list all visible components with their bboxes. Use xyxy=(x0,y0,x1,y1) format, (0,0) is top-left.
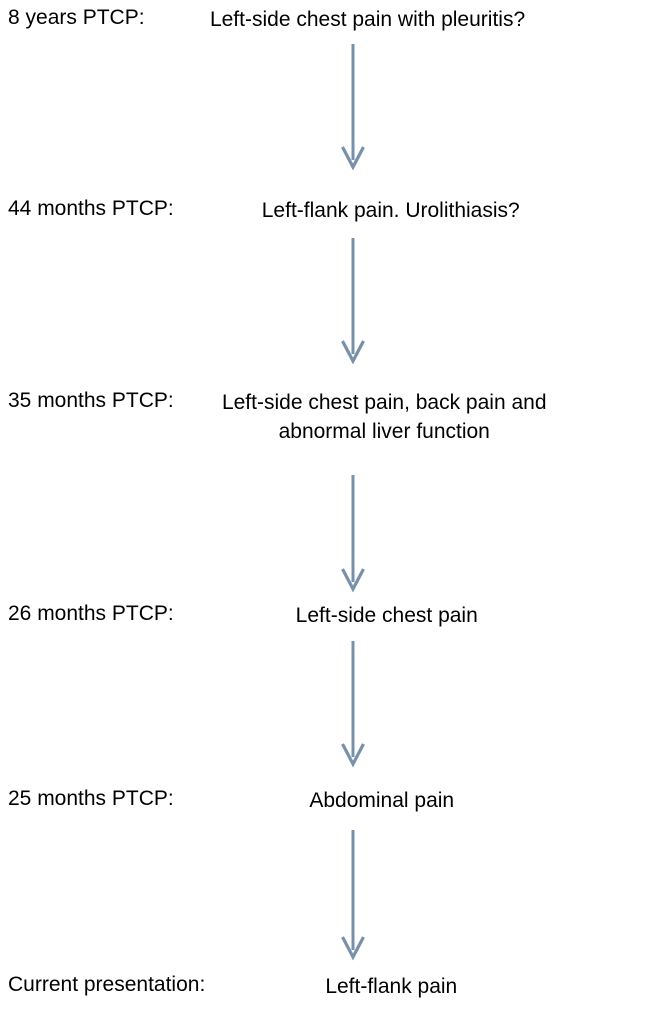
timeline-stage-1: 8 years PTCP: Left-side chest pain with … xyxy=(0,5,645,34)
stage-4-time-label: 26 months PTCP: xyxy=(8,602,174,625)
timeline-stage-3: 35 months PTCP: Left-side chest pain, ba… xyxy=(0,388,645,446)
stage-3-event-text: Left-side chest pain, back pain and abno… xyxy=(221,391,547,443)
stage-1-event-text: Left-side chest pain with pleuritis? xyxy=(209,8,526,31)
timeline-stage-4: 26 months PTCP: Left-side chest pain xyxy=(0,601,645,630)
down-arrow-icon-2 xyxy=(338,238,368,365)
down-arrow-icon-4 xyxy=(338,641,368,768)
down-arrow-icon-1 xyxy=(338,44,368,171)
stage-5-time-label: 25 months PTCP: xyxy=(8,787,174,810)
timeline-stage-5: 25 months PTCP: Abdominal pain xyxy=(0,786,645,815)
stage-4-event-text: Left-side chest pain xyxy=(295,604,478,627)
down-arrow-icon-5 xyxy=(338,830,368,961)
stage-1-time-label: 8 years PTCP: xyxy=(8,6,145,29)
down-arrow-icon-3 xyxy=(338,475,368,593)
stage-6-time-label: Current presentation: xyxy=(8,973,206,996)
timeline-stage-6: Current presentation: Left-flank pain xyxy=(0,972,645,1001)
stage-2-time-label: 44 months PTCP: xyxy=(8,197,174,220)
timeline-stage-2: 44 months PTCP: Left-flank pain. Urolith… xyxy=(0,196,645,225)
stage-6-event-text: Left-flank pain xyxy=(325,975,458,998)
stage-3-time-label: 35 months PTCP: xyxy=(8,389,174,412)
stage-5-event-text: Abdominal pain xyxy=(309,789,455,812)
stage-2-event-text: Left-flank pain. Urolithiasis? xyxy=(261,199,520,222)
